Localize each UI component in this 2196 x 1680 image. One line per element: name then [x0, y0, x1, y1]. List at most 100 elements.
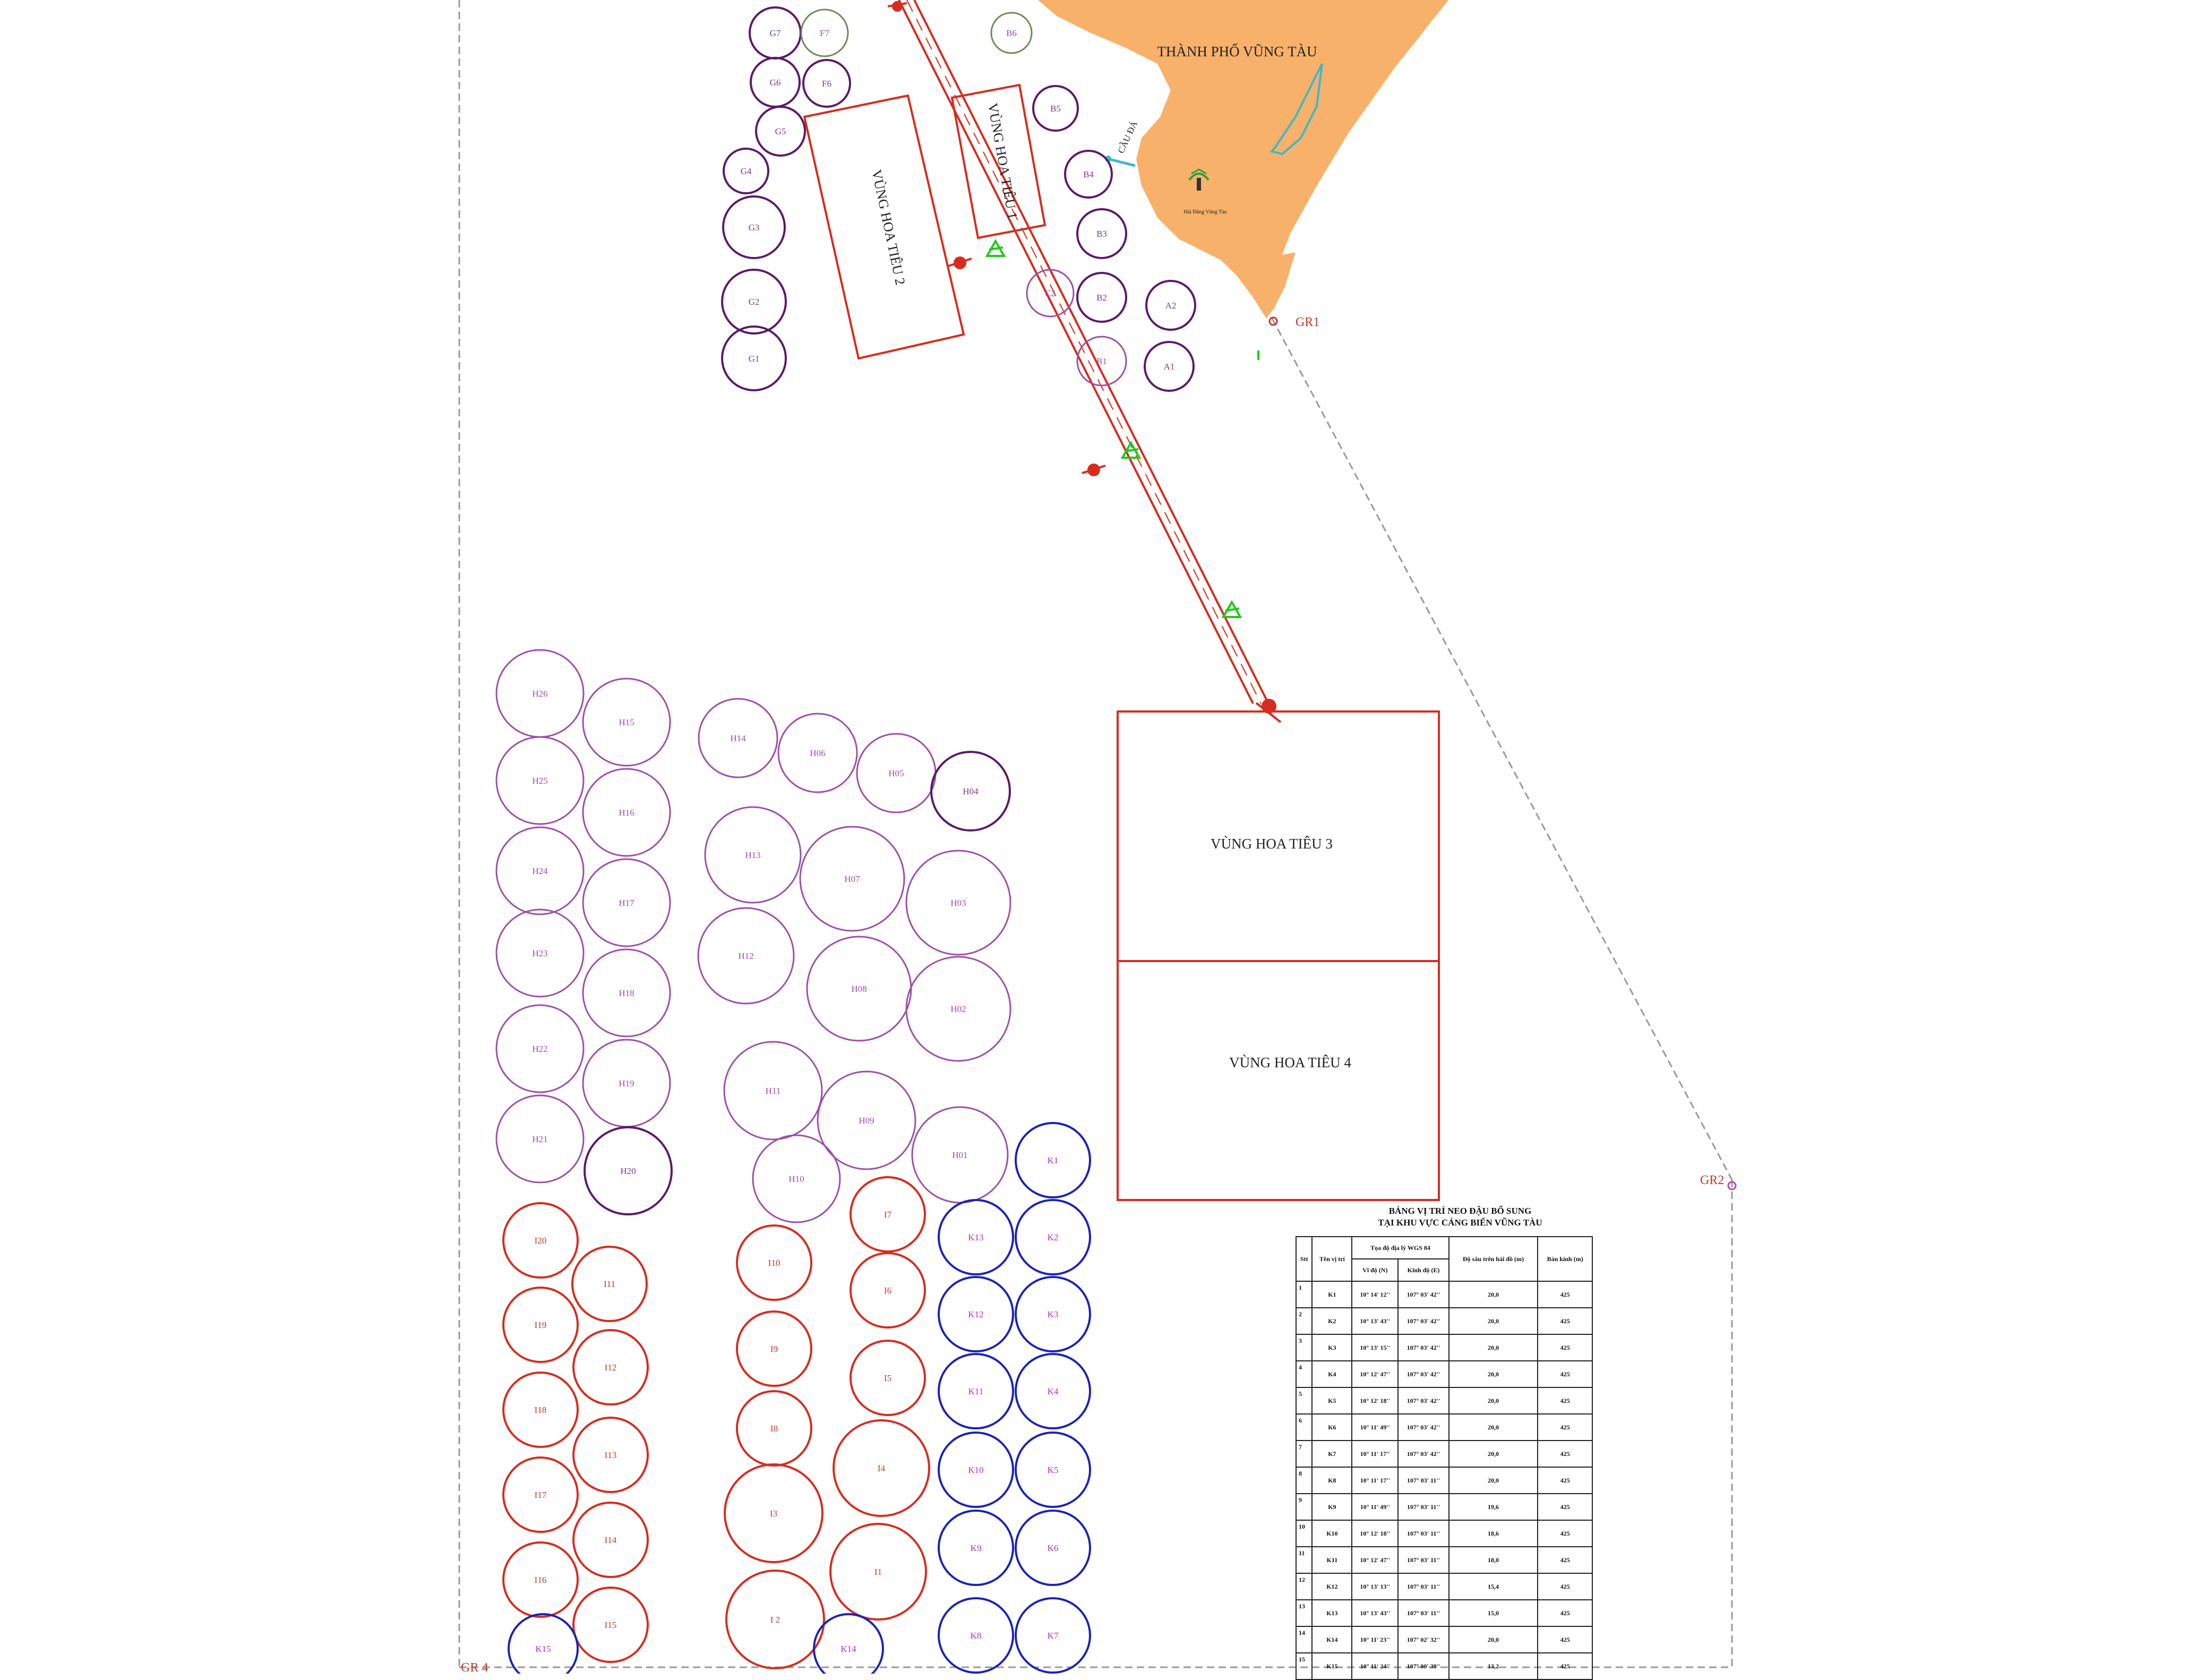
anchorage-g3[interactable]: G3 — [722, 195, 786, 259]
anchorage-i20[interactable]: I20 — [502, 1202, 579, 1279]
anchorage-h23[interactable]: H23 — [495, 908, 585, 998]
anchorage-g1[interactable]: G1 — [721, 325, 787, 391]
anchorage-i19[interactable]: I19 — [502, 1287, 579, 1363]
anchorage-f6[interactable]: F6 — [802, 59, 851, 108]
col-stt: Stt — [1295, 1236, 1313, 1282]
anchorage-i10[interactable]: I10 — [736, 1224, 812, 1301]
anchorage-label: K12 — [968, 1309, 983, 1319]
anchorage-h15[interactable]: H15 — [582, 678, 671, 767]
anchorage-k6[interactable]: K6 — [1015, 1510, 1091, 1586]
anchorage-label: H22 — [532, 1044, 547, 1054]
anchorage-i3[interactable]: I3 — [724, 1463, 824, 1563]
anchorage-h22[interactable]: H22 — [495, 1004, 585, 1093]
anchorage-i9[interactable]: I9 — [736, 1310, 812, 1387]
anchorage-h25[interactable]: H25 — [495, 736, 585, 825]
anchorage-h18[interactable]: H18 — [582, 948, 671, 1038]
anchorage-i4[interactable]: I4 — [833, 1419, 930, 1517]
anchorage-a2[interactable]: A2 — [1145, 280, 1196, 331]
anchorage-i17[interactable]: I17 — [502, 1456, 579, 1533]
anchorage-h11[interactable]: H11 — [723, 1041, 823, 1141]
anchorage-c2[interactable]: C2 — [1026, 269, 1075, 318]
anchorage-label: H02 — [950, 1004, 966, 1014]
anchorage-b2[interactable]: B2 — [1076, 272, 1127, 323]
anchorage-k7[interactable]: K7 — [1015, 1597, 1091, 1674]
anchorage-i15[interactable]: I15 — [572, 1587, 649, 1663]
anchorage-h24[interactable]: H24 — [495, 826, 585, 915]
anchorage-k11[interactable]: K11 — [938, 1353, 1014, 1429]
anchorage-h10[interactable]: H10 — [752, 1134, 841, 1223]
anchorage-i18[interactable]: I18 — [502, 1372, 579, 1448]
anchorage-h19[interactable]: H19 — [582, 1039, 671, 1128]
anchorage-h14[interactable]: H14 — [698, 698, 778, 778]
anchorage-k9[interactable]: K9 — [938, 1510, 1014, 1586]
anchorage-k14[interactable]: K14 — [813, 1613, 884, 1674]
anchorage-h06[interactable]: H06 — [777, 713, 858, 793]
channel-buoys-green — [985, 238, 1242, 618]
anchorage-h09[interactable]: H09 — [817, 1070, 916, 1170]
pilot-zone-2[interactable]: VÙNG HOA TIÊU 2 — [803, 94, 965, 360]
anchorage-h13[interactable]: H13 — [704, 806, 802, 904]
anchorage-i1[interactable]: I1 — [829, 1523, 927, 1621]
anchorage-label: H11 — [766, 1086, 781, 1096]
table-cell: 107° 03' 42'' — [1397, 1360, 1449, 1388]
anchorage-g6[interactable]: G6 — [750, 57, 801, 108]
pilot-zone-3[interactable]: VÙNG HOA TIÊU 3 — [1117, 710, 1440, 962]
anchorage-i13[interactable]: I13 — [572, 1417, 649, 1493]
anchorage-k5[interactable]: K5 — [1015, 1432, 1091, 1508]
anchorage-i16[interactable]: I16 — [502, 1541, 579, 1618]
anchorage-h03[interactable]: H03 — [905, 850, 1011, 956]
anchorage-i6[interactable]: I6 — [850, 1252, 926, 1328]
anchorage-h16[interactable]: H16 — [582, 768, 671, 857]
anchorage-b6[interactable]: B6 — [990, 12, 1033, 54]
anchorage-g2[interactable]: G2 — [721, 269, 787, 335]
anchorage-h07[interactable]: H07 — [799, 826, 905, 932]
anchorage-i8[interactable]: I8 — [736, 1390, 812, 1467]
anchorage-b1[interactable]: B1 — [1076, 336, 1127, 387]
pilot-zone-4[interactable]: VÙNG HOA TIÊU 4 — [1117, 960, 1440, 1201]
anchorage-h02[interactable]: H02 — [905, 956, 1011, 1062]
anchorage-i5[interactable]: I5 — [850, 1340, 926, 1416]
table-cell: 10° 13' 15'' — [1351, 1334, 1399, 1361]
anchorage-k1[interactable]: K1 — [1015, 1122, 1091, 1198]
anchorage-g5[interactable]: G5 — [755, 106, 806, 157]
anchorage-b4[interactable]: B4 — [1064, 150, 1113, 199]
anchorage-b5[interactable]: B5 — [1032, 85, 1079, 132]
anchorage-h05[interactable]: H05 — [856, 733, 937, 813]
anchorage-h08[interactable]: H08 — [806, 936, 912, 1042]
anchorage-h26[interactable]: H26 — [495, 649, 585, 738]
anchorage-k10[interactable]: K10 — [938, 1432, 1014, 1508]
anchorage-k4[interactable]: K4 — [1015, 1353, 1091, 1429]
anchorage-h12[interactable]: H12 — [697, 907, 795, 1005]
table-title-line2: TẠI KHU VỰC CẢNG BIỂN VŨNG TÀU — [1378, 1218, 1542, 1228]
anchorage-k3[interactable]: K3 — [1015, 1276, 1091, 1352]
table-cell: 20,0 — [1448, 1626, 1539, 1653]
anchorage-h17[interactable]: H17 — [582, 858, 671, 947]
anchorage-i7[interactable]: I7 — [850, 1176, 926, 1253]
anchorage-h21[interactable]: H21 — [495, 1094, 585, 1184]
anchorage-k13[interactable]: K13 — [938, 1199, 1014, 1275]
col-depth: Độ sâu trên hải đồ (m) — [1448, 1236, 1539, 1282]
table-cell: 9 — [1295, 1493, 1313, 1521]
anchorage-h20[interactable]: H20 — [584, 1126, 673, 1215]
anchorage-k2[interactable]: K2 — [1015, 1199, 1091, 1275]
anchorage-b3[interactable]: B3 — [1076, 208, 1127, 259]
anchorage-a1[interactable]: A1 — [1144, 341, 1195, 392]
anchorage-i11[interactable]: I11 — [571, 1246, 648, 1322]
anchorage-i12[interactable]: I12 — [572, 1329, 649, 1405]
anchorage-k15[interactable]: K15 — [508, 1613, 579, 1674]
anchorage-k12[interactable]: K12 — [938, 1276, 1014, 1352]
anchorage-h04[interactable]: H04 — [930, 751, 1011, 832]
anchorage-label: B1 — [1096, 356, 1107, 366]
pilot-zone-1[interactable]: VÙNG HOA TIÊU 1 — [950, 83, 1046, 239]
anchorage-i2[interactable]: I 2 — [725, 1570, 825, 1669]
anchorage-label: H08 — [851, 984, 867, 994]
anchorage-label: H12 — [738, 951, 753, 961]
anchorage-label: H05 — [888, 768, 904, 778]
anchorage-i14[interactable]: I14 — [572, 1502, 649, 1578]
anchorage-g4[interactable]: G4 — [723, 148, 769, 194]
anchorage-f7[interactable]: F7 — [800, 8, 849, 57]
anchorage-label: A1 — [1164, 362, 1175, 372]
anchorage-h01[interactable]: H01 — [911, 1106, 1009, 1204]
anchorage-g7[interactable]: G7 — [749, 6, 802, 59]
anchorage-k8[interactable]: K8 — [938, 1597, 1014, 1674]
